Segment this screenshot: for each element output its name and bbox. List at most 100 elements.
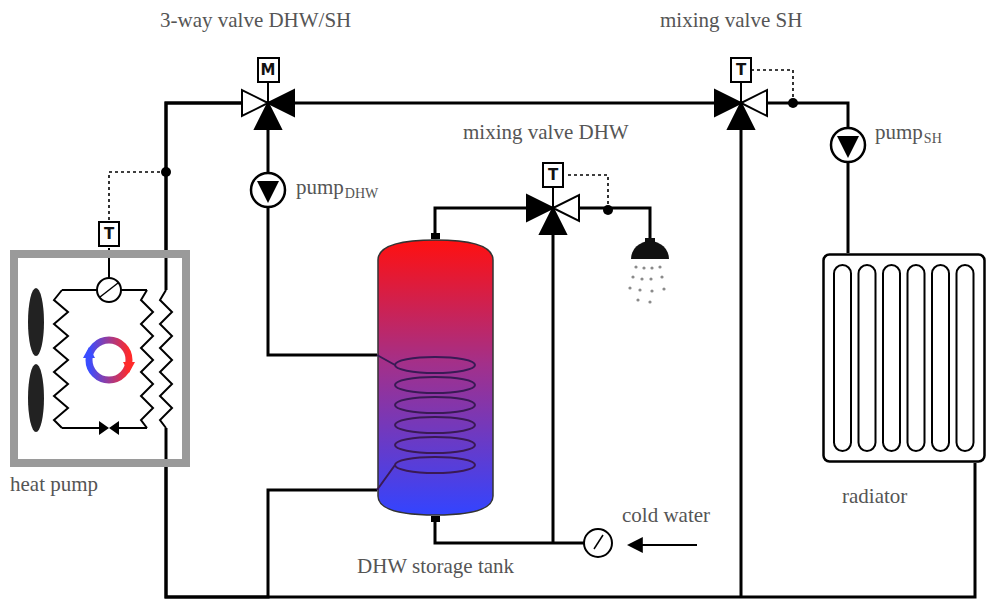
component-label: 3-way valve DHW/SH xyxy=(160,9,351,32)
water-pipe xyxy=(165,428,168,462)
component-label: mixing valve DHW xyxy=(463,121,629,144)
cold-water-pipe xyxy=(435,517,584,543)
compressor-symbol xyxy=(97,278,121,302)
condenser-coil xyxy=(141,290,153,428)
water-pipe xyxy=(166,103,848,253)
water-spray xyxy=(660,275,663,278)
actuator-box: T xyxy=(98,221,120,247)
valve-port xyxy=(255,103,281,129)
pump-symbol xyxy=(831,128,865,162)
component-name: radiator xyxy=(842,485,907,508)
pump-symbol xyxy=(837,136,859,158)
cycle-arrow xyxy=(83,347,95,358)
cycle-symbol xyxy=(89,340,129,380)
water-pipe xyxy=(166,463,975,597)
water-spray xyxy=(640,277,643,280)
pump-symbol xyxy=(251,173,285,207)
evaporator-coil xyxy=(54,290,68,428)
heating-coil xyxy=(395,357,475,373)
flow-label: cold water xyxy=(622,504,710,527)
sensor-line xyxy=(109,172,166,221)
cycle-arrow xyxy=(123,362,135,373)
water-pipe xyxy=(166,103,377,355)
water-spray xyxy=(631,275,634,278)
valve-port xyxy=(540,208,566,234)
water-pipe xyxy=(166,467,377,597)
heating-coil xyxy=(395,437,475,453)
component-name: heat pump xyxy=(10,473,98,496)
compressor-symbol xyxy=(100,283,118,297)
heating-coil xyxy=(395,457,475,473)
flow-arrow xyxy=(630,544,697,546)
tank-body xyxy=(378,240,493,515)
actuator-letter: T xyxy=(736,62,746,79)
bypass-pipe xyxy=(740,103,743,597)
water-spray xyxy=(634,265,637,268)
water-spray xyxy=(650,289,653,292)
water-spray xyxy=(650,266,653,269)
refrigerant-line xyxy=(119,427,147,429)
component-label: mixing valve SH xyxy=(660,9,802,32)
actuator-letter: T xyxy=(548,167,558,184)
refrigerant-line xyxy=(62,289,97,291)
actuator-box: T xyxy=(730,57,752,83)
condenser-coil xyxy=(160,290,172,428)
water-spray xyxy=(636,298,639,301)
heating-coil xyxy=(395,417,475,433)
actuator-box: M xyxy=(257,57,280,83)
radiator-panel: radiator xyxy=(822,253,986,463)
heating-coil xyxy=(395,377,475,393)
storage-tank: DHW storage tank xyxy=(377,238,494,517)
radiator-column xyxy=(957,265,974,451)
water-spray xyxy=(642,266,645,269)
sensor-dot xyxy=(161,167,171,177)
refrigerant-line xyxy=(62,427,99,429)
fan-blade xyxy=(28,364,44,432)
valve-stem xyxy=(552,188,554,208)
actuator-letter: T xyxy=(104,226,114,243)
control-line xyxy=(108,248,110,278)
radiator-column xyxy=(834,265,851,451)
water-spray xyxy=(662,287,665,290)
water-spray xyxy=(628,286,631,289)
component-name: DHW storage tank xyxy=(357,555,514,578)
water-pipe xyxy=(165,258,168,290)
component-label: pump xyxy=(875,121,923,144)
heating-coil xyxy=(377,355,395,490)
water-spray xyxy=(638,288,641,291)
cold-water-pipe xyxy=(552,208,555,543)
heating-coil xyxy=(395,397,475,413)
subscript-label: DHW xyxy=(345,186,378,201)
expansion-valve xyxy=(109,421,119,435)
subscript-label: SH xyxy=(924,131,942,146)
actuator-letter: M xyxy=(261,62,276,79)
water-meter xyxy=(594,535,603,549)
radiator-frame xyxy=(824,255,985,462)
water-spray xyxy=(658,265,661,268)
tank-outline xyxy=(377,238,494,517)
heat-pump-housing: heat pump xyxy=(10,250,190,467)
shower-head xyxy=(631,241,669,259)
valve-port xyxy=(728,103,754,129)
valve-stem xyxy=(740,83,742,103)
fan-blade xyxy=(28,288,44,356)
tank-port xyxy=(431,516,440,522)
expansion-valve xyxy=(99,421,109,435)
sensor-dot xyxy=(788,98,798,108)
radiator-column xyxy=(883,265,900,451)
refrigerant-line xyxy=(121,289,147,291)
water-spray xyxy=(648,300,651,303)
water-meter xyxy=(584,529,612,557)
valve-stem xyxy=(267,83,269,103)
pump-symbol xyxy=(257,181,279,203)
tank-port xyxy=(431,233,440,239)
radiator-column xyxy=(932,265,949,451)
sensor-dot xyxy=(603,205,613,215)
component-label: pump xyxy=(296,176,344,199)
radiator-outline xyxy=(822,253,986,463)
